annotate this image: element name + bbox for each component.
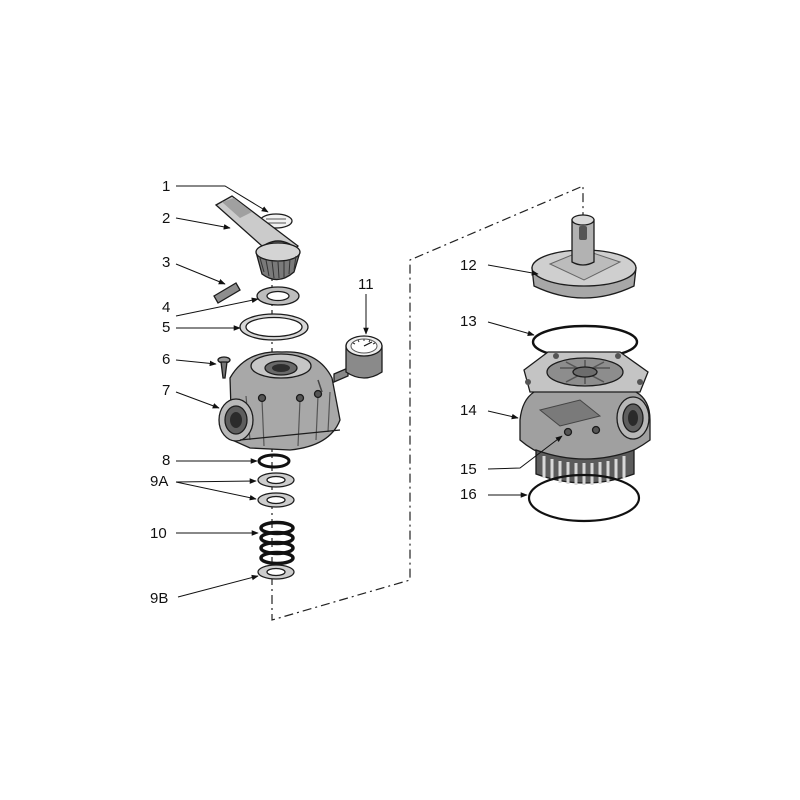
callout-label-14: 14 [460,402,477,419]
callout-label-7: 7 [162,382,170,399]
callouts: 1 2 3 4 5 6 7 8 9A 10 9B 11 12 13 14 15 [150,178,563,607]
part-3-pin [213,282,241,304]
leader-1 [176,185,269,213]
part-11-pressure-gauge [333,335,383,383]
leader-4 [175,297,259,317]
callout-label-9a: 9A [150,473,168,490]
callout-label-5: 5 [162,319,170,336]
leader-7 [175,391,220,409]
callout-label-8: 8 [162,452,170,469]
callout-label-6: 6 [162,351,170,368]
callout-label-4: 4 [162,299,170,316]
part-8-o-ring [257,453,291,469]
callout-label-13: 13 [460,313,477,330]
callout-label-10: 10 [150,525,167,542]
part-9b-washer [257,564,295,580]
part-14-valve-body [519,351,651,463]
callout-label-9b: 9B [150,590,168,607]
callout-label-12: 12 [460,257,477,274]
leader-13 [487,321,535,336]
callout-label-11: 11 [358,276,374,293]
leader-6 [175,359,217,367]
part-9a-washer-bottom [257,492,295,508]
part-2-handle [214,195,301,281]
part-16-o-ring [527,473,641,523]
part-12-rotor [531,214,637,299]
part-7-valve-cover [218,351,341,451]
part-4-washer [256,286,300,306]
part-15-strainer [535,449,635,485]
leader-3 [175,263,226,285]
callout-label-3: 3 [162,254,170,271]
callout-label-16: 16 [460,486,477,503]
part-5-gasket [239,313,309,341]
leader-9a-bottom [175,481,257,501]
leader-12 [487,264,539,276]
leader-9b [177,574,259,598]
part-10-spring [259,520,295,566]
leader-15 [487,435,563,470]
callout-label-15: 15 [460,461,477,478]
leader-14 [487,410,519,420]
leader-9a-top [175,478,257,484]
callout-label-1: 1 [162,178,170,195]
leader-2 [175,217,231,230]
callout-label-2: 2 [162,210,170,227]
part-6-screw [217,356,231,379]
part-9a-washer-top [257,472,295,488]
